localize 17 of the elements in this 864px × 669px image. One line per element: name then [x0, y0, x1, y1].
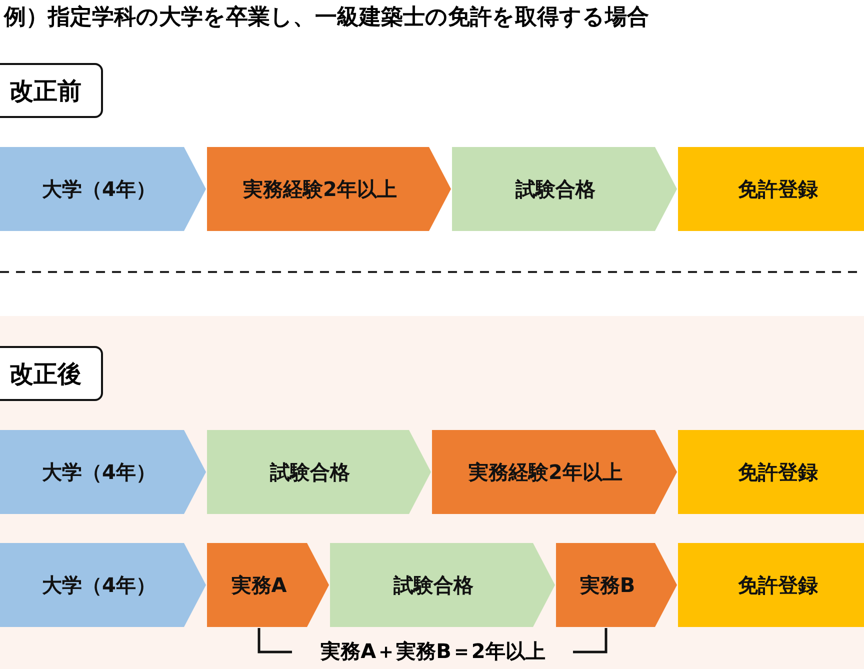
section-label: 改正前	[0, 63, 103, 118]
chevron-step: 実務経験2年以上	[207, 147, 451, 231]
bracket-label: 実務A＋実務B＝2年以上	[320, 638, 546, 665]
chevron-step: 試験合格	[207, 430, 431, 514]
chevron-step: 実務経験2年以上	[432, 430, 677, 514]
chevron-step: 大学（4年）	[0, 543, 206, 627]
chevron-step: 実務A	[207, 543, 329, 627]
step-box: 免許登録	[678, 543, 864, 627]
chevron-step: 試験合格	[330, 543, 555, 627]
step-box: 免許登録	[678, 430, 864, 514]
chevron-step: 大学（4年）	[0, 430, 206, 514]
step-box: 免許登録	[678, 147, 864, 231]
section-label: 改正後	[0, 346, 103, 401]
chevron-step: 試験合格	[452, 147, 677, 231]
title: 例）指定学科の大学を卒業し、一級建築士の免許を取得する場合	[4, 4, 649, 32]
chevron-step: 大学（4年）	[0, 147, 206, 231]
chevron-step: 実務B	[556, 543, 677, 627]
